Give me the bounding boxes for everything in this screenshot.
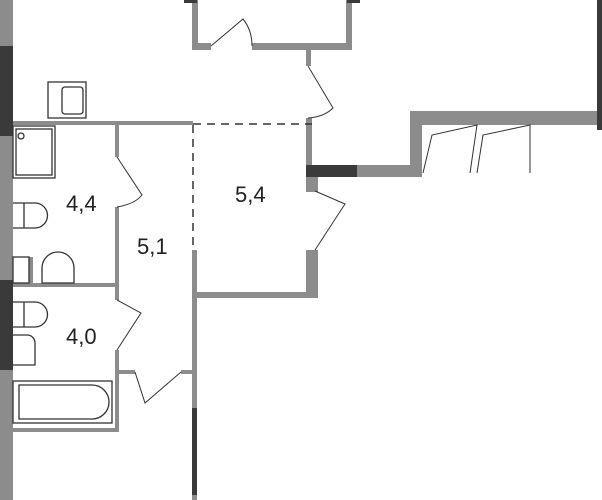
shower-icon — [12, 125, 56, 179]
room-area-label: 5,4 — [235, 182, 266, 207]
sink-icon — [13, 334, 36, 366]
room-area-label: 4,0 — [66, 324, 97, 349]
kitchen-sink-icon — [47, 81, 87, 119]
vent-icon — [12, 256, 30, 284]
sink-icon — [41, 251, 75, 284]
room-area-label: 4,4 — [66, 191, 97, 216]
toilet-icon — [13, 301, 49, 328]
fixtures — [12, 81, 113, 424]
doors — [116, 18, 531, 404]
bathtub-icon — [12, 380, 113, 424]
room-area-label: 5,1 — [137, 234, 168, 259]
toilet-icon — [13, 202, 49, 229]
